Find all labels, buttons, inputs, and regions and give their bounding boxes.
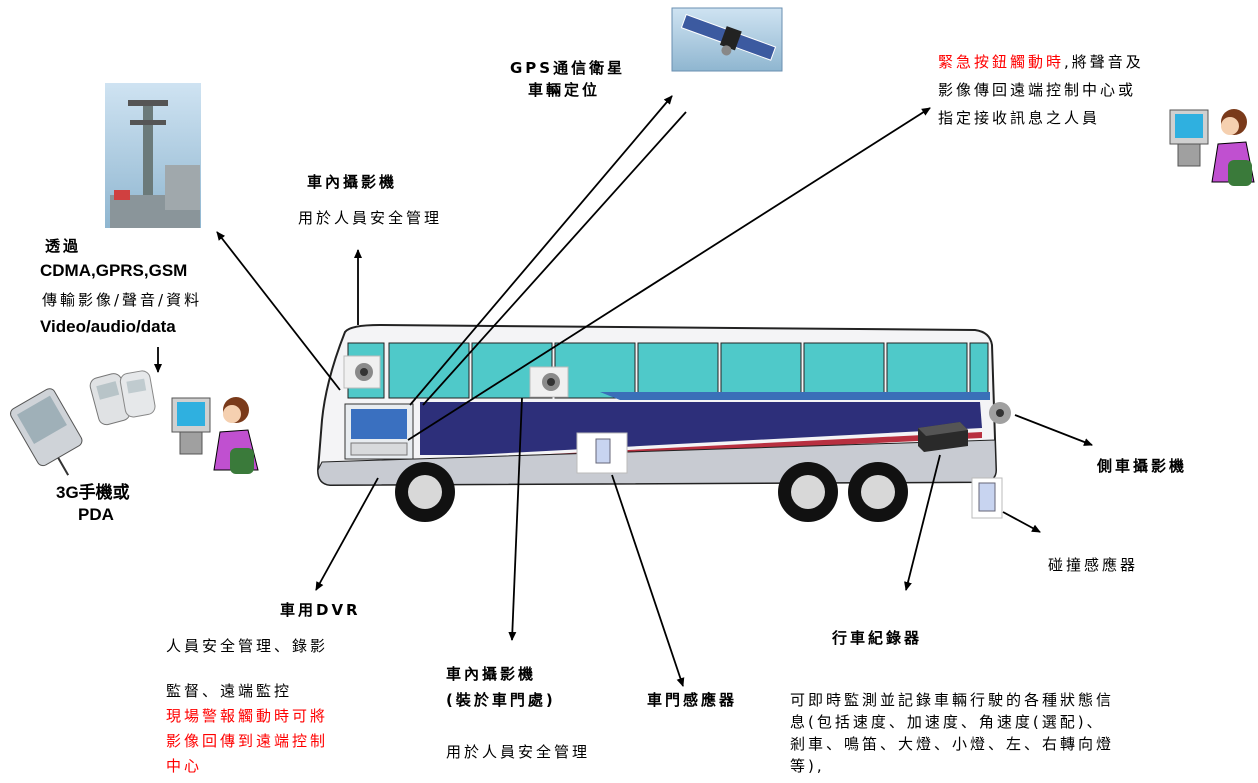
recorder-box-icon [918, 422, 968, 452]
camera-top-title: 車內攝影機 [307, 173, 398, 191]
network-text-line4: Video/audio/data [40, 317, 176, 336]
collision-sensor-label: 碰撞感應器 [1048, 556, 1139, 574]
bus-illustration [316, 323, 998, 522]
recorder-line2: 息(包括速度、加速度、角速度(選配)、 [790, 713, 1105, 731]
emergency-text-line3: 指定接收訊息之人員 [938, 109, 1101, 127]
dvr-red-line3: 中心 [166, 757, 203, 775]
camera-icon [343, 355, 381, 389]
cell-tower-icon [105, 83, 201, 228]
phone-icon [89, 370, 156, 426]
dvr-line2: 監督、遠端監控 [166, 682, 293, 700]
recorder-line3: 剎車、鳴笛、大燈、小燈、左、右轉向燈 [790, 735, 1115, 753]
emergency-text-line2: 影像傳回遠端控制中心或 [938, 81, 1137, 99]
mobile-label-line2: PDA [78, 505, 114, 524]
recorder-title: 行車紀錄器 [832, 629, 923, 647]
door-camera-desc: 用於人員安全管理 [446, 743, 591, 761]
door-camera-title2: (裝於車門處) [446, 691, 556, 709]
dvr-red-line1: 現場警報觸動時可將 [166, 707, 329, 725]
gps-label-line1: GPS通信衛星 [510, 59, 626, 77]
dvr-red-line2: 影像回傳到遠端控制 [166, 732, 329, 750]
door-camera-title1: 車內攝影機 [446, 665, 537, 683]
recorder-line1: 可即時監測並記錄車輛行駛的各種狀態信 [790, 691, 1115, 709]
dvr-line1: 人員安全管理、錄影 [166, 637, 329, 655]
camera-icon [989, 402, 1011, 424]
pda-icon [10, 388, 83, 476]
satellite-icon [671, 7, 783, 72]
gps-label-line2: 車輛定位 [528, 81, 601, 99]
network-text-line1: 透過 [45, 237, 82, 255]
network-text-line2: CDMA,GPRS,GSM [40, 261, 188, 280]
recorder-line4: 等), [790, 757, 825, 775]
sensor-icon [576, 432, 628, 474]
operator-icon [1169, 109, 1255, 186]
operator-icon [171, 397, 259, 474]
side-camera-label: 側車攝影機 [1097, 457, 1188, 475]
emergency-red-text: 緊急按鈕觸動時 [938, 53, 1065, 71]
network-text-line3: 傳輸影像/聲音/資料 [42, 291, 203, 309]
emergency-text-line1: 緊急按鈕觸動時,將聲音及 [938, 53, 1144, 71]
connector-arrows [154, 95, 1093, 687]
door-sensor-label: 車門感應器 [647, 691, 738, 709]
sensor-icon [971, 477, 1003, 519]
camera-top-desc: 用於人員安全管理 [298, 209, 443, 227]
mobile-label-line1: 3G手機或 [56, 483, 130, 502]
camera-icon [529, 366, 569, 398]
dvr-title: 車用DVR [280, 601, 361, 619]
dvr-monitor-icon [344, 403, 414, 460]
